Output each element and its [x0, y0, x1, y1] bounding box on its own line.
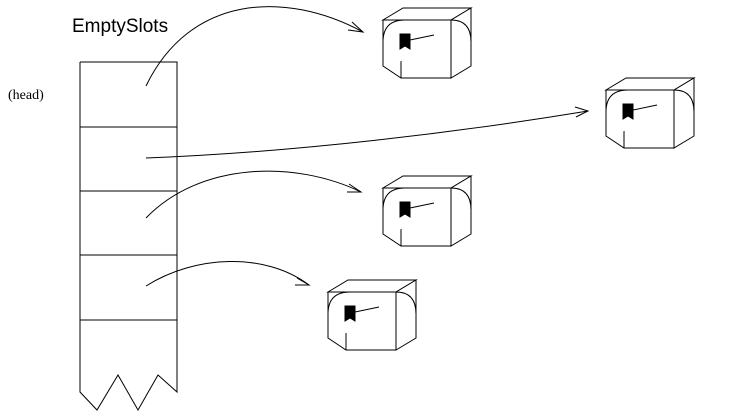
mailbox-icon: [381, 7, 473, 79]
head-label: (head): [8, 88, 44, 103]
slot-stack: [79, 61, 178, 412]
mailbox-icon: [381, 175, 473, 247]
pointer-arrows: [145, 6, 590, 287]
slot-pointer-arrow: [145, 106, 590, 159]
stack-outline: [79, 61, 178, 412]
mailbox-icon: [326, 279, 418, 351]
slot-pointer-arrow: [145, 170, 363, 219]
slot-pointer-arrow: [145, 261, 311, 287]
diagram-title: EmptySlots: [72, 16, 168, 37]
slot-pointer-arrow: [145, 6, 365, 87]
mailbox-icon: [604, 77, 696, 149]
